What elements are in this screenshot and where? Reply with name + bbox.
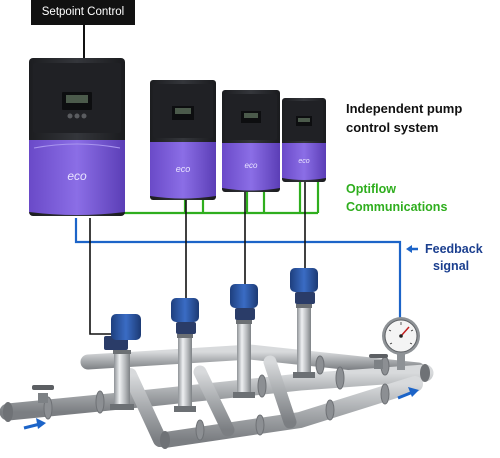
setpoint-control-label: Setpoint Control xyxy=(31,0,135,25)
motor-cables xyxy=(89,182,306,335)
feedback-label-line-1: Feedback xyxy=(425,242,483,256)
drive-unit-1: eco xyxy=(29,58,125,216)
system-title-line-2: control system xyxy=(346,120,439,135)
drive-unit-3: eco xyxy=(222,90,280,192)
pressure-gauge xyxy=(382,317,420,370)
valve-right xyxy=(369,354,388,369)
pipe-manifold xyxy=(0,344,434,449)
drive-2-logo: eco xyxy=(176,164,191,174)
drive-unit-2: eco xyxy=(150,80,216,200)
drive-3-logo: eco xyxy=(245,161,258,170)
pump-2 xyxy=(171,298,199,412)
feedback-arrow-icon xyxy=(406,245,418,253)
system-title: Independent pump control system xyxy=(346,99,496,137)
flow-arrow-in xyxy=(23,418,46,430)
flow-arrow-out xyxy=(397,387,419,400)
pump-4 xyxy=(290,268,318,378)
pump-3 xyxy=(230,284,258,398)
optiflow-label-line-1: Optiflow xyxy=(346,182,396,196)
optiflow-label-line-2: Communications xyxy=(346,200,448,214)
drive-4-logo: eco xyxy=(298,158,309,165)
feedback-label-line-2: signal xyxy=(433,259,470,273)
optiflow-label: Optiflow Communications xyxy=(346,180,496,216)
valve-left xyxy=(32,385,54,403)
system-title-line-1: Independent pump xyxy=(346,101,463,116)
pump-1 xyxy=(104,314,141,410)
feedback-line xyxy=(74,218,402,320)
drive-1-logo: eco xyxy=(67,169,87,183)
feedback-label: Feedback signal xyxy=(425,241,495,275)
drive-unit-4: eco xyxy=(282,98,326,182)
optiflow-bus xyxy=(120,182,320,215)
